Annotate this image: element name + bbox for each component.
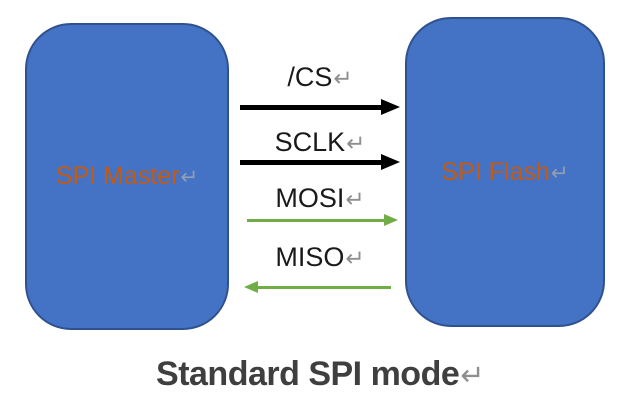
signal-label-miso: MISO↵ xyxy=(230,243,410,272)
spi-flash-label: SPI Flash↵ xyxy=(441,158,568,187)
sclk-arrow-right xyxy=(240,154,400,170)
sclk-arrowhead-icon xyxy=(381,154,400,170)
miso-arrowhead-icon xyxy=(244,281,258,293)
diagram-title: Standard SPI mode↵ xyxy=(0,355,640,394)
spi-master-node: SPI Master↵ xyxy=(25,23,229,330)
mosi-arrowhead-icon xyxy=(384,214,398,226)
cs-arrowhead-icon xyxy=(381,99,400,115)
signal-label-miso-text: MISO xyxy=(275,242,345,272)
paragraph-return-icon: ↵ xyxy=(345,245,365,271)
spi-flash-node: SPI Flash↵ xyxy=(405,17,605,327)
diagram-title-text: Standard SPI mode xyxy=(156,355,460,393)
signal-label-mosi-text: MOSI xyxy=(275,183,345,213)
signal-label-mosi: MOSI↵ xyxy=(230,184,410,213)
sclk-arrow-shaft xyxy=(240,159,382,165)
signal-label-sclk: SCLK↵ xyxy=(230,128,410,157)
paragraph-return-icon: ↵ xyxy=(180,165,199,189)
signal-label-sclk-text: SCLK xyxy=(274,127,346,157)
cs-arrow-shaft xyxy=(240,104,382,110)
mosi-arrow-right xyxy=(247,214,398,227)
spi-flash-label-text: SPI Flash xyxy=(441,157,550,186)
miso-arrow-shaft xyxy=(257,286,391,289)
spi-master-label: SPI Master↵ xyxy=(56,162,198,191)
cs-arrow-right xyxy=(240,99,400,115)
spi-master-label-text: SPI Master xyxy=(55,162,180,190)
mosi-arrow-shaft xyxy=(247,219,385,222)
paragraph-return-icon: ↵ xyxy=(460,360,484,392)
paragraph-return-icon: ↵ xyxy=(345,186,365,212)
paragraph-return-icon: ↵ xyxy=(550,160,569,185)
paragraph-return-icon: ↵ xyxy=(346,130,366,156)
signal-label-cs: /CS↵ xyxy=(230,63,410,92)
paragraph-return-icon: ↵ xyxy=(333,65,353,91)
signal-label-cs-text: /CS xyxy=(287,62,333,92)
miso-arrow-left xyxy=(244,281,391,294)
